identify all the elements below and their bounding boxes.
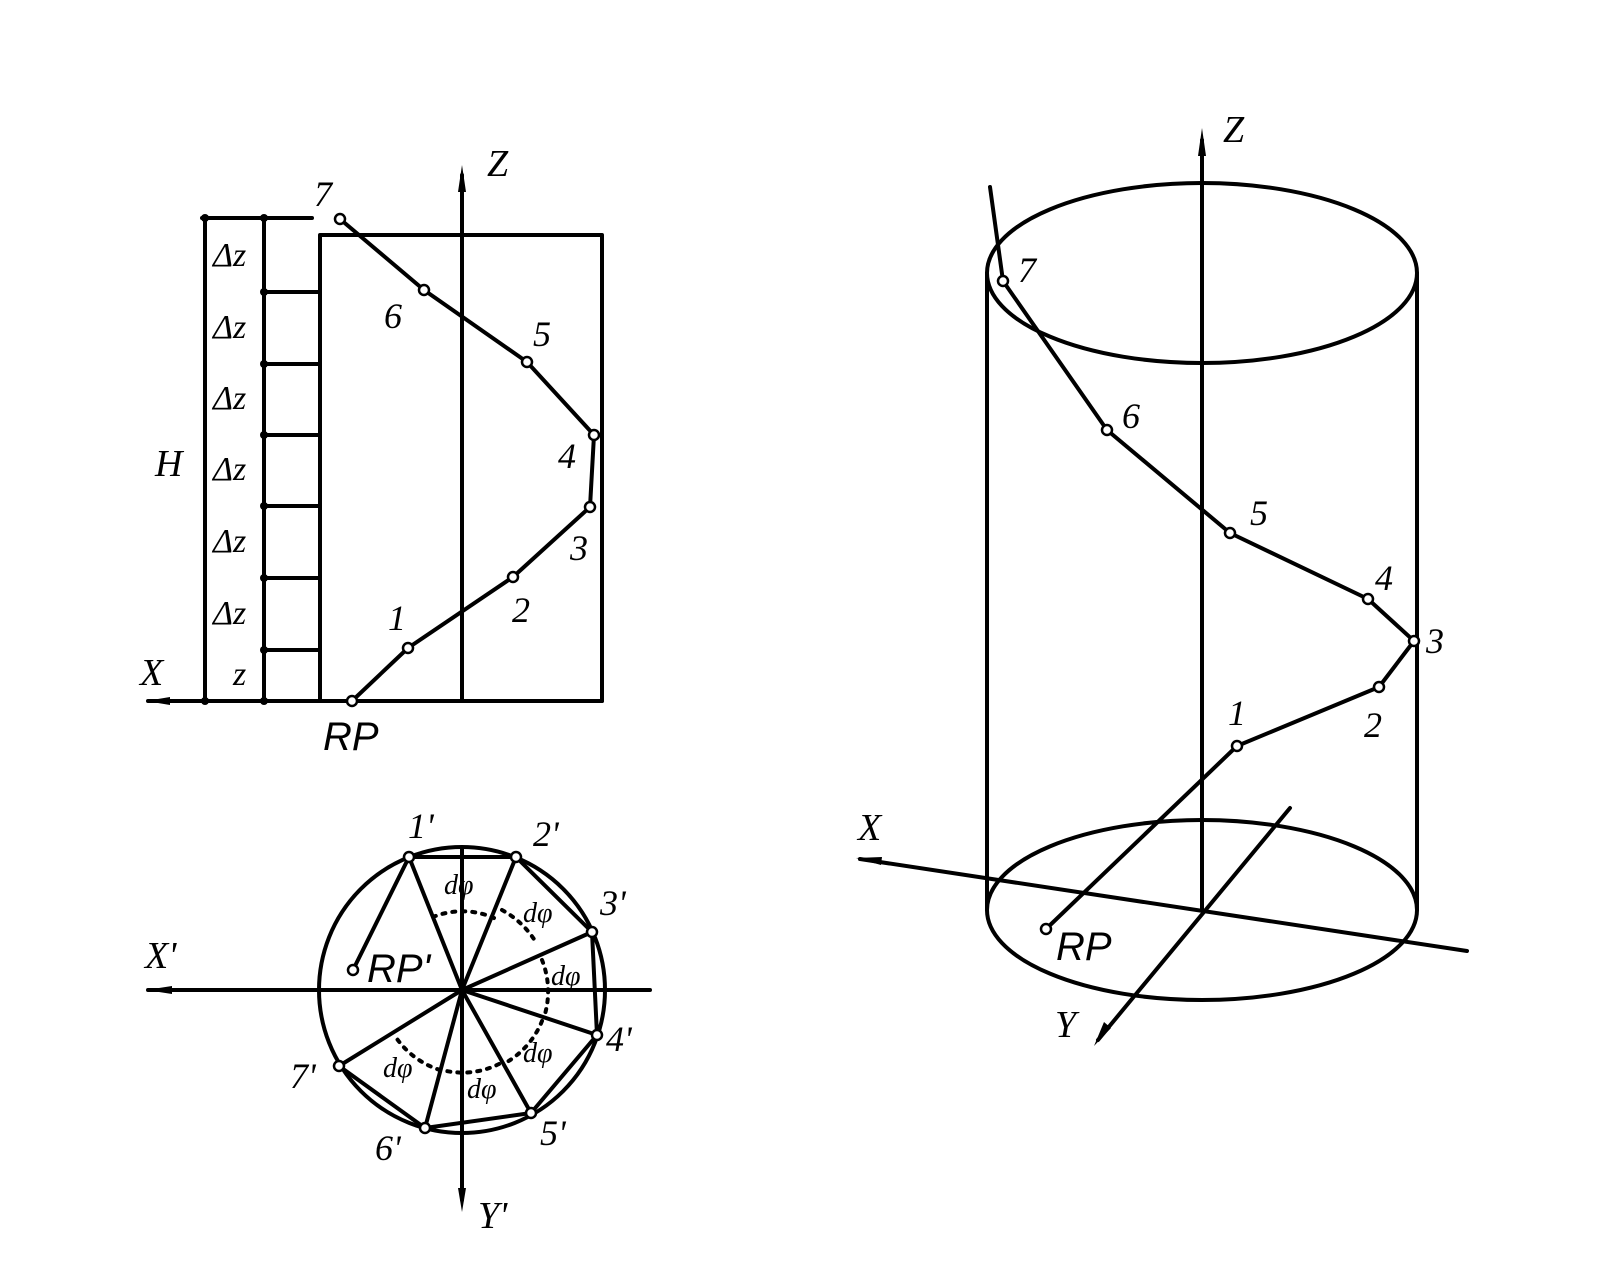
iso-x-axis [858, 857, 1469, 953]
step-lines [262, 290, 322, 652]
iso-x-arrow-icon [856, 857, 882, 865]
iso-point-label: 6 [1122, 396, 1140, 436]
top-point-label: 1' [408, 806, 435, 846]
iso-y-axis [1096, 806, 1292, 1042]
iso-x-label: X [856, 807, 883, 849]
top-y-label: Y' [478, 1195, 508, 1237]
top-x-label: X' [143, 935, 177, 977]
top-point-label: 7' [290, 1056, 317, 1096]
top-trajectory [337, 855, 599, 1130]
dimension-ticks [201, 214, 268, 705]
iso-z-arrow-icon [1198, 128, 1206, 156]
iso-y-arrow-icon [1094, 1022, 1111, 1046]
top-view: X' Y' [143, 806, 652, 1237]
top-point-label: 4' [606, 1019, 633, 1059]
front-point-label: 3 [569, 528, 588, 568]
iso-points [996, 274, 1421, 936]
delta-z-label: Δz [211, 309, 246, 346]
top-points [332, 850, 604, 1135]
iso-point-label: 5 [1250, 493, 1268, 533]
front-z-arrow-icon [458, 165, 466, 192]
z-offset-label: z [232, 656, 246, 693]
angle-label: dφ [523, 898, 553, 929]
angle-label: dφ [551, 961, 581, 992]
delta-z-label: Δz [211, 595, 246, 632]
angle-label: dφ [383, 1053, 413, 1084]
front-origin-label: RP [323, 715, 379, 759]
angle-arc [540, 958, 551, 1016]
front-view: X Z H Δz Δz Δz Δz Δz Δz [138, 143, 604, 759]
iso-point-label: 4 [1375, 558, 1393, 598]
front-point-label: 7 [314, 174, 334, 214]
angle-arc [393, 1034, 442, 1072]
angle-arc [505, 1019, 544, 1064]
angle-arc [440, 1062, 501, 1075]
front-z-label: Z [487, 143, 509, 185]
iso-point-label: 3 [1425, 621, 1444, 661]
top-point-label: 6' [375, 1128, 402, 1168]
iso-view: Z X Y RP 1 2 3 4 5 6 7 [856, 109, 1469, 1046]
delta-z-label: Δz [211, 380, 246, 417]
iso-point-label: 1 [1228, 693, 1246, 733]
top-x-arrow-icon [146, 986, 172, 994]
height-label: H [154, 443, 185, 485]
front-point-label: 1 [388, 598, 406, 638]
front-trajectory [338, 217, 596, 703]
angle-arc [500, 908, 539, 946]
front-x-label: X [138, 652, 165, 694]
angle-label: dφ [444, 870, 474, 901]
top-point-label: 5' [540, 1113, 567, 1153]
iso-trajectory-tail [988, 185, 1005, 283]
top-point-label: 3' [599, 883, 627, 923]
front-point-label: 5 [533, 314, 551, 354]
angle-label: dφ [523, 1038, 553, 1069]
iso-y-label: Y [1055, 1004, 1080, 1046]
delta-z-label: Δz [211, 237, 246, 274]
front-points [333, 212, 601, 708]
iso-trajectory [1001, 279, 1416, 931]
top-origin-label: RP' [367, 947, 432, 991]
top-radial-lines [337, 855, 599, 1130]
iso-point-label: 7 [1018, 250, 1038, 290]
front-point-label: 2 [512, 590, 530, 630]
delta-z-label: Δz [211, 451, 246, 488]
iso-z-label: Z [1223, 109, 1245, 151]
front-x-arrow-icon [146, 697, 170, 705]
top-point-label: 2' [533, 814, 560, 854]
top-y-arrow-icon [458, 1188, 466, 1212]
front-point-label: 4 [558, 436, 576, 476]
angle-label: dφ [467, 1074, 497, 1105]
iso-point-label: 2 [1364, 705, 1382, 745]
angle-arc [431, 909, 496, 920]
front-point-label: 6 [384, 296, 402, 336]
delta-z-label: Δz [211, 523, 246, 560]
iso-origin-label: RP [1056, 925, 1112, 969]
